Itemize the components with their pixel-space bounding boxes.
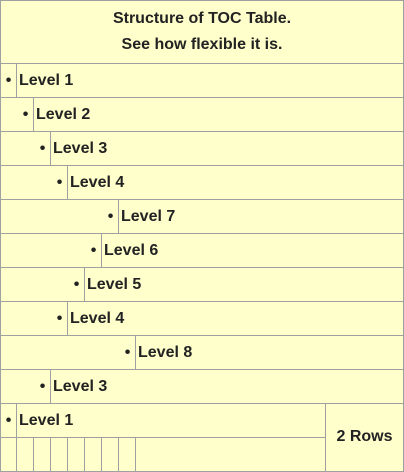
toc-row-label: Level 1 <box>19 72 74 89</box>
bullet-icon: • <box>39 140 46 157</box>
empty-cell-divider <box>84 438 85 472</box>
empty-cell-divider <box>33 438 34 472</box>
cell-divider <box>67 302 68 335</box>
row-divider <box>0 267 404 268</box>
empty-cell-divider <box>101 438 102 472</box>
cell-divider <box>16 64 17 97</box>
toc-row-label: Level 5 <box>87 276 142 293</box>
row-divider <box>0 233 404 234</box>
row-divider <box>0 199 404 200</box>
toc-row-label: Level 4 <box>70 174 125 191</box>
bullet-icon: • <box>73 276 80 293</box>
table-border-top <box>0 0 404 1</box>
bullet-icon: • <box>39 378 46 395</box>
cell-divider <box>135 336 136 369</box>
cell-divider <box>118 200 119 233</box>
toc-row-label: Level 8 <box>138 344 193 361</box>
toc-row-label: Level 1 <box>19 412 74 429</box>
rowspan-label: 2 Rows <box>336 428 393 445</box>
bullet-icon: • <box>56 310 63 327</box>
row-divider <box>0 63 404 64</box>
cell-divider <box>67 166 68 199</box>
bullet-icon: • <box>5 412 12 429</box>
bullet-icon: • <box>124 344 131 361</box>
row-divider <box>0 335 404 336</box>
toc-row-label: Level 3 <box>53 378 108 395</box>
row-divider <box>0 437 326 438</box>
empty-cell-divider <box>67 438 68 472</box>
bullet-icon: • <box>22 106 29 123</box>
toc-row-label: Level 2 <box>36 106 91 123</box>
table-border-left <box>0 0 1 472</box>
toc-row-label: Level 6 <box>104 242 159 259</box>
bullet-icon: • <box>5 72 12 89</box>
row-divider <box>0 97 404 98</box>
cell-divider <box>101 234 102 267</box>
toc-title-line-2: See how flexible it is. <box>121 35 283 53</box>
toc-row-label: Level 3 <box>53 140 108 157</box>
row-divider <box>0 165 404 166</box>
toc-row-label: Level 7 <box>121 208 176 225</box>
row-divider <box>0 369 404 370</box>
cell-divider <box>50 132 51 165</box>
cell-divider <box>50 370 51 403</box>
row-divider <box>0 403 404 404</box>
toc-title-line-1: Structure of TOC Table. <box>112 9 292 27</box>
bullet-icon: • <box>107 208 114 225</box>
toc-row-label: Level 4 <box>70 310 125 327</box>
empty-cell-divider <box>50 438 51 472</box>
bullet-icon: • <box>56 174 63 191</box>
cell-divider <box>33 98 34 131</box>
bullet-icon: • <box>90 242 97 259</box>
row-divider <box>0 301 404 302</box>
cell-divider <box>325 404 326 472</box>
cell-divider <box>84 268 85 301</box>
empty-cell-divider <box>16 438 17 472</box>
cell-divider <box>16 404 17 437</box>
toc-header: Structure of TOC Table. See how flexible… <box>0 0 404 63</box>
empty-cell-divider <box>135 438 136 472</box>
empty-cell-divider <box>118 438 119 472</box>
row-divider <box>0 131 404 132</box>
